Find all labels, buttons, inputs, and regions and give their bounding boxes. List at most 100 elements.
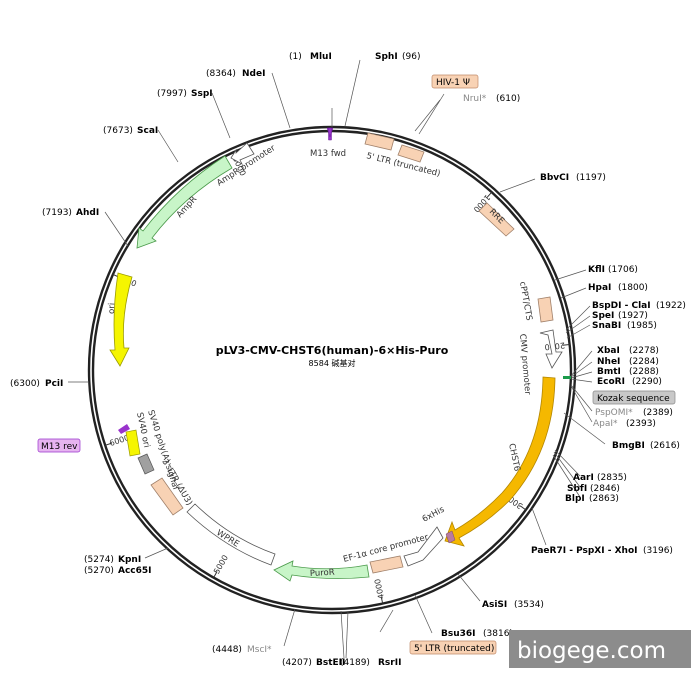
site-bbvci-name: BbvCI <box>540 173 569 183</box>
site-pcii-pos: (6300) <box>10 379 40 389</box>
site-apai-pos: (2393) <box>626 419 656 429</box>
site-pspomi-name: PspOMI* <box>595 408 633 418</box>
site-bsteii-pos: (4207) <box>282 658 312 668</box>
site-sspi-name: SspI <box>191 89 213 99</box>
chst6-label: CHST6 <box>506 443 522 473</box>
site-scai-name: ScaI <box>137 126 158 136</box>
m13-fwd-label: M13 fwd <box>310 149 346 159</box>
puror-feature[interactable] <box>273 560 370 582</box>
cppt-label: cPPT/CTS <box>517 281 534 322</box>
site-ndei-name: NdeI <box>242 69 265 79</box>
tick-mark <box>213 571 218 578</box>
site-nhei-pos: (2284) <box>629 357 659 367</box>
site-ecori-pos: (2290) <box>632 377 662 387</box>
site-ecori-name: EcoRI <box>597 377 625 387</box>
site-mlui-pos: (1) <box>289 52 302 62</box>
site-bspdi-pos: (1922) <box>656 301 686 311</box>
ltr5-feature-b[interactable] <box>397 144 425 163</box>
backbone-outer <box>87 125 577 615</box>
site-msci-pos: (4448) <box>212 645 242 655</box>
hiv-psi-box[interactable] <box>431 74 479 89</box>
chst6-feature[interactable] <box>444 376 556 547</box>
site-nrui-name: NruI* <box>463 94 487 104</box>
site-xbai-pos: (2278) <box>629 346 659 356</box>
ltr5-tag-box[interactable] <box>409 640 497 655</box>
site-rsrii-pos: (4189) <box>340 658 370 668</box>
site-kfli-name: KflI <box>588 265 605 275</box>
site-apai-name: ApaI* <box>593 419 618 429</box>
site-nrui-pos: (610) <box>496 94 520 104</box>
site-bmti-pos: (2288) <box>629 367 659 377</box>
backbone-inner <box>91 129 573 611</box>
tick-mark <box>519 505 527 511</box>
site-nhei-name: NheI <box>597 357 620 367</box>
rre-feature[interactable] <box>478 202 515 237</box>
site-labels: (1) MluI SphI (96) NruI* (610) BbvCI (11… <box>10 52 686 668</box>
tick-mark <box>562 344 570 346</box>
site-rsrii-name: RsrII <box>378 658 401 668</box>
watermark-bg <box>509 630 691 668</box>
m13-rev-text: M13 rev <box>41 442 78 452</box>
sv40-ori-feature[interactable] <box>125 429 141 457</box>
site-msci-name: MscI* <box>247 645 272 655</box>
site-bsu36i-pos: (3816) <box>483 629 513 639</box>
ori-feature[interactable] <box>109 272 133 367</box>
site-blpi-name: BlpI <box>565 494 585 504</box>
site-acc65i-name: Acc65I <box>118 566 152 576</box>
m13-fwd-primer[interactable] <box>326 127 334 141</box>
site-asisi-pos: (3534) <box>514 600 544 610</box>
site-bsu36i-name: Bsu36I <box>441 629 476 639</box>
site-bspdi-name: BspDI - ClaI <box>592 301 651 311</box>
site-xhoi-pos: (3196) <box>643 546 673 556</box>
watermark-text: biogege.com <box>517 638 666 664</box>
site-xhoi-name: PaeR7I - PspXI - XhoI <box>531 546 637 556</box>
site-scai-pos: (7673) <box>103 126 133 136</box>
site-pspomi-pos: (2389) <box>643 408 673 418</box>
ltr5-truncated-box[interactable] <box>369 555 404 574</box>
m13-rev-box[interactable] <box>37 438 81 453</box>
site-snabi-pos: (1985) <box>627 321 657 331</box>
ampr-feature[interactable] <box>136 155 233 249</box>
site-bmti-name: BmtI <box>597 367 621 377</box>
ltr5-feature-a[interactable] <box>364 132 395 151</box>
tick-label: 4000 <box>373 578 386 600</box>
map-title: pLV3-CMV-CHST6(human)-6×His-Puro <box>216 344 449 357</box>
ef1a-promoter-feature[interactable] <box>403 526 444 567</box>
site-aari-pos: (2835) <box>597 473 627 483</box>
site-spei-name: SpeI <box>592 311 614 321</box>
ltr3-feature[interactable] <box>150 477 184 516</box>
site-sphi-pos: (96) <box>402 52 420 62</box>
site-kpni-pos: (5274) <box>84 555 114 565</box>
sv40-polya-feature[interactable] <box>137 453 155 475</box>
ampr-promoter-feature[interactable] <box>230 142 255 165</box>
site-bmgbi-pos: (2616) <box>650 441 680 451</box>
site-bbvci-pos: (1197) <box>576 173 606 183</box>
site-sbfi-name: SbfI <box>567 484 587 494</box>
site-ahdi-pos: (7193) <box>42 208 72 218</box>
site-blpi-pos: (2863) <box>589 494 619 504</box>
site-aari-name: AarI <box>573 473 594 483</box>
wpre-feature[interactable] <box>186 503 276 566</box>
site-spei-pos: (1927) <box>618 311 648 321</box>
site-mlui-name: MluI <box>310 52 332 62</box>
kozak-mark[interactable] <box>563 376 571 379</box>
site-sphi-name: SphI <box>375 52 398 62</box>
hiv-psi-text: HIV-1 Ψ <box>436 78 470 88</box>
kozak-text: Kozak sequence <box>597 394 670 404</box>
site-connectors <box>68 59 606 659</box>
kozak-box[interactable] <box>592 390 676 405</box>
cmv-label: CMV promoter <box>517 333 532 395</box>
cmv-promoter-feature[interactable] <box>539 329 563 369</box>
his-tag-feature[interactable] <box>445 530 456 544</box>
site-bmgbi-name: BmgBI <box>612 441 645 451</box>
cppt-feature[interactable] <box>537 296 554 323</box>
m13-rev-primer[interactable] <box>118 424 130 434</box>
map-subtitle: 8584 碱基对 <box>309 358 356 368</box>
site-pcii-name: PciI <box>45 379 63 389</box>
site-bsteii-name: BstEII <box>316 658 345 668</box>
ori-label: ori <box>107 303 117 314</box>
tick-mark <box>486 191 493 198</box>
site-ahdi-name: AhdI <box>76 208 99 218</box>
tick-mark <box>380 596 384 604</box>
